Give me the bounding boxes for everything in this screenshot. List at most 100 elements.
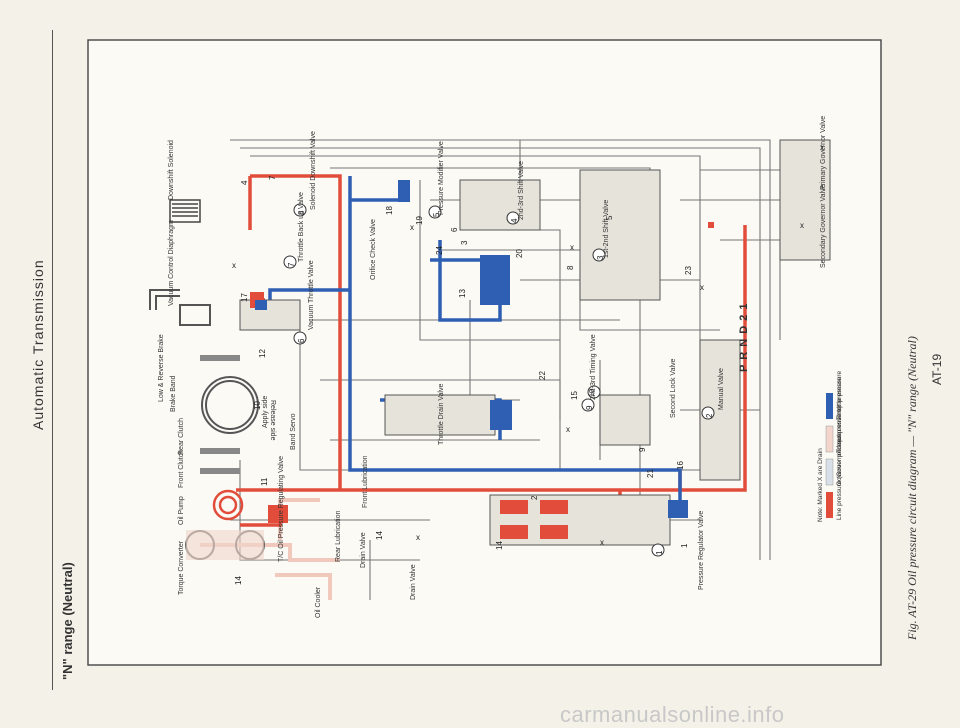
valve-bodies (239, 139, 831, 546)
title-rule (52, 30, 53, 690)
port-number: 2 (530, 495, 539, 500)
svg-text:x: x (820, 143, 824, 152)
port-number: 10 (253, 401, 262, 410)
drain-marks: x x x x x x x x x (232, 143, 824, 547)
port-number: 13 (458, 289, 467, 298)
torque-converter-drawing (185, 530, 265, 560)
watermark-site: carmanualsonline.info (560, 702, 785, 727)
port-number: 19 (415, 216, 424, 225)
port-number: 12 (258, 349, 267, 358)
legend-line-pressure (826, 492, 833, 518)
port-number: 22 (538, 371, 547, 380)
port-number: 21 (646, 469, 655, 478)
governor-body (779, 139, 831, 261)
label-second-lock: Second Lock Valve (670, 358, 677, 418)
label-oil-pump: Oil Pump (178, 496, 185, 525)
label-timing-valve: 2nd-3rd Timing Valve (590, 334, 597, 400)
label-release-side: Release side (269, 400, 276, 441)
label-manual-valve: Manual Valve (718, 368, 725, 410)
label-secondary-governor: Secondary Governor Valve (820, 184, 827, 268)
svg-text:x: x (600, 538, 604, 547)
label-band-servo: Band Servo (290, 413, 297, 450)
label-throttle-backup: Throttle Back up Valve (298, 192, 305, 262)
oil-pump-drawing (212, 489, 244, 521)
port-number: 3 (460, 240, 469, 245)
svg-text:x: x (566, 425, 570, 434)
legend-note: Note: Marked X are Drain (817, 448, 824, 522)
label-prnd: P R N D 2 1 (738, 302, 750, 373)
label-rear-lubrication: Rear Lubrication (335, 510, 342, 562)
label-brake-band: Brake Band (170, 375, 177, 412)
callout-9: 9 (585, 405, 594, 410)
label-downshift-solenoid: Downshift Solenoid (168, 140, 175, 200)
legend-governor-pressure (825, 458, 834, 486)
callout-circles (283, 203, 715, 557)
label-pressure-modifier: Pressure Modifier Valve (438, 141, 445, 215)
port-number: 6 (450, 227, 459, 232)
vacuum-diaphragm-drawing (149, 289, 211, 326)
label-vacuum-throttle: Vacuum Throttle Valve (308, 260, 315, 330)
legend-label-throttle: Throttle pressure (836, 370, 843, 420)
legend-torque-converter (825, 425, 834, 453)
callout-1: 1 (655, 550, 664, 555)
port-number: 20 (515, 249, 524, 258)
label-low-reverse: Low & Reverse Brake (158, 334, 165, 402)
label-vacuum-diaphragm: Vacuum Control Diaphragm (168, 220, 175, 306)
vacuum-throttle-body (239, 299, 301, 331)
label-throttle-drain: Throttle Drain Valve (438, 383, 445, 445)
label-front-lubrication: Front Lubrication (362, 455, 369, 508)
label-torque-converter: Torque Converter (178, 540, 185, 595)
port-number: 16 (676, 461, 685, 470)
second-lock-body (599, 394, 651, 446)
port-number: 14 (495, 541, 504, 550)
port-number: 4 (240, 180, 249, 185)
brake-band-drawing (201, 376, 259, 434)
legend-swatches (825, 393, 834, 518)
port-number: 7 (268, 175, 277, 180)
solenoid-drawing (169, 199, 201, 223)
port-number: 17 (240, 293, 249, 302)
label-drain-valve-2: Drain Valve (410, 564, 417, 600)
label-primary-governor: Primary Governor Valve (820, 115, 827, 190)
modifier-body (459, 179, 541, 231)
label-shift-12: 1st-2nd Shift Valve (603, 199, 610, 258)
callout-2: 2 (705, 413, 714, 418)
label-apply-side: Apply side (262, 395, 269, 428)
svg-text:x: x (570, 243, 574, 252)
label-orifice-check: Orifice Check Valve (370, 219, 377, 280)
clutch-packs (200, 355, 240, 474)
port-number: 8 (566, 265, 575, 270)
port-number: 11 (260, 477, 269, 486)
port-number: 1 (680, 543, 689, 548)
line-pressure-chambers (250, 222, 714, 539)
port-number: 18 (385, 206, 394, 215)
svg-text:x: x (232, 261, 236, 270)
port-number: 14 (234, 576, 243, 585)
label-front-clutch: Front Clutch (178, 449, 185, 488)
port-number: 15 (570, 391, 579, 400)
shift-valve-body (579, 169, 661, 301)
throttle-pressure-chambers (255, 180, 688, 518)
legend-throttle-pressure (826, 393, 833, 419)
label-pressure-regulator: Pressure Regulator Valve (698, 510, 705, 590)
label-rear-clutch: Rear Clutch (178, 418, 185, 455)
svg-text:x: x (416, 533, 420, 542)
label-solenoid-downshift: Solenoid Downshift Valve (310, 131, 317, 210)
svg-text:x: x (700, 283, 704, 292)
port-number: 14 (375, 531, 384, 540)
label-shift-23: 2nd-3rd Shift Valve (518, 160, 525, 220)
label-drain-valve: Drain Valve (360, 532, 367, 568)
callout-7: 7 (287, 262, 296, 267)
diagram-frame (87, 39, 882, 666)
callout-6: 6 (297, 338, 306, 343)
svg-text:x: x (800, 221, 804, 230)
port-number: 24 (435, 246, 444, 255)
svg-text:x: x (410, 223, 414, 232)
label-oil-cooler: Oil Cooler (315, 586, 322, 618)
label-tc-valve: T/C Oil Pressure Regulating Valve (278, 455, 285, 562)
throttle-drain-body (384, 394, 496, 436)
port-number: 9 (638, 447, 647, 452)
port-number: 23 (684, 266, 693, 275)
